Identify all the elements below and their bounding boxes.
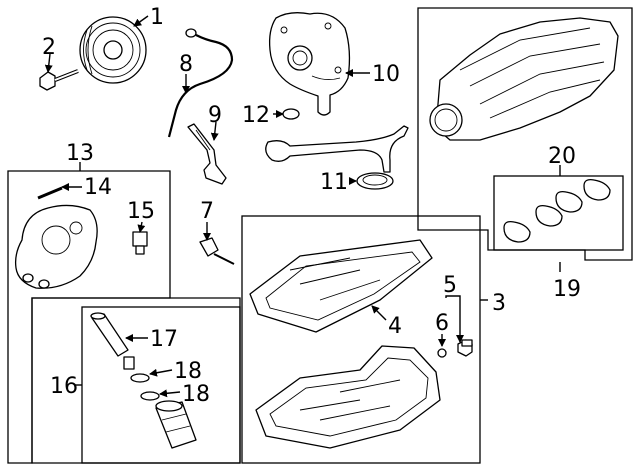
oil-pan-gasket [249, 239, 433, 333]
filter-seal-upper [130, 373, 150, 383]
drain-plug-washer [437, 348, 447, 358]
callout-20: 20 [548, 144, 576, 169]
callout-19: 19 [553, 277, 581, 302]
oil-pan [255, 345, 441, 449]
callout-1: 1 [150, 5, 164, 30]
callout-4: 4 [388, 314, 402, 339]
callout-12: 12 [242, 103, 270, 128]
oil-filter-cap [155, 400, 197, 449]
oil-dipstick [167, 28, 234, 138]
intake-gaskets [503, 178, 611, 243]
drain-plug-bolt [457, 339, 473, 357]
callout-3: 3 [492, 291, 506, 316]
callout-17: 17 [150, 327, 178, 352]
pulley-bolt [39, 69, 79, 91]
callout-13: 13 [66, 141, 94, 166]
oil-pan-frame [241, 215, 481, 464]
callout-5: 5 [443, 273, 457, 298]
filter-stud [123, 356, 135, 370]
dipstick-tube [187, 123, 227, 185]
callout-9: 9 [208, 103, 222, 128]
callout-15: 15 [127, 199, 155, 224]
oil-pump [268, 12, 351, 116]
callout-7: 7 [200, 199, 214, 224]
callout-11: 11 [320, 170, 348, 195]
leader-lines [44, 15, 561, 398]
callout-8: 8 [179, 52, 193, 77]
oil-filter-element [90, 312, 129, 357]
oil-level-sensor [199, 237, 235, 265]
callout-14: 14 [84, 175, 112, 200]
callout-10: 10 [372, 62, 400, 87]
oil-filter-adapter [14, 204, 98, 289]
pickup-o-ring [282, 108, 300, 120]
callout-16: 16 [50, 374, 78, 399]
callout-2: 2 [42, 35, 56, 60]
gasket-set-frame [493, 175, 624, 251]
callout-18-lower: 18 [182, 382, 210, 407]
filter-seal-lower [140, 391, 160, 401]
callout-18-upper: 18 [174, 359, 202, 384]
oil-pickup-tube [265, 125, 409, 190]
oil-pressure-sensor [132, 231, 148, 255]
crankshaft-pulley [79, 16, 147, 84]
intake-manifold [429, 17, 619, 141]
callout-6: 6 [435, 311, 449, 336]
adapter-gasket [37, 186, 63, 200]
